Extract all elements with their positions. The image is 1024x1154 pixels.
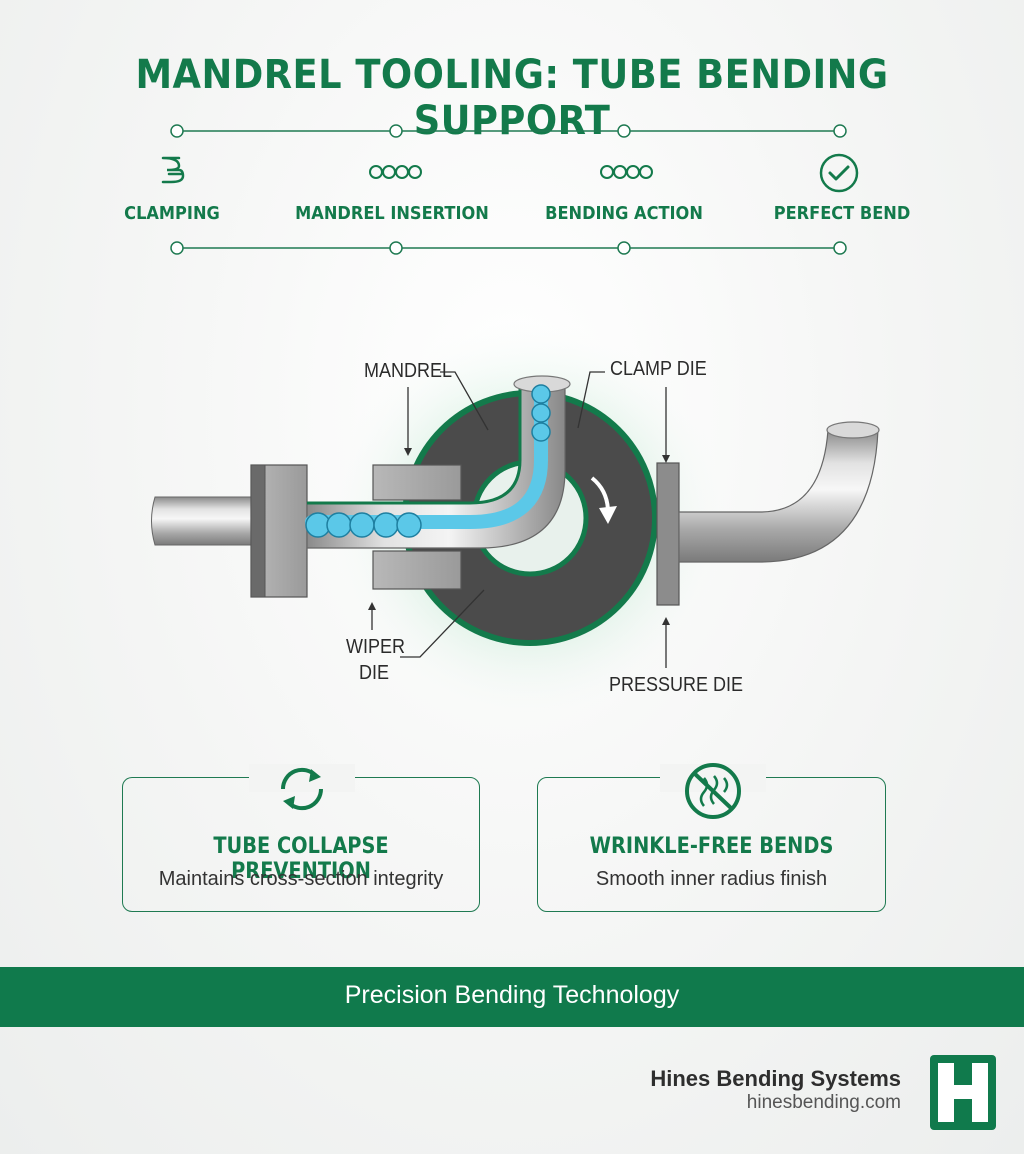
brand-name: Hines Bending Systems [650, 1066, 901, 1091]
step-label-bending-action: BENDING ACTION [545, 203, 703, 224]
clamp-icon [161, 156, 185, 184]
mandrel-balls-icon [600, 165, 653, 179]
card-title: TUBE COLLAPSE PREVENTION [213, 834, 389, 884]
output-tube [678, 429, 879, 563]
refresh-cycle-icon [280, 767, 324, 811]
footer-tagline: Precision Bending Technology [344, 981, 680, 1009]
mandrel-balls [305, 384, 551, 538]
card-tube-collapse-prevention: TUBE COLLAPSE PREVENTION Maintains cross… [122, 764, 480, 912]
callout-pressure-die: PRESSURE DIE [609, 674, 744, 696]
wiper-die-block [372, 550, 462, 590]
brand-logo [930, 1055, 996, 1130]
check-circle-icon [819, 153, 859, 193]
card-title: WRINKLE-FREE BENDS [589, 834, 834, 859]
footer-banner: Precision Bending Technology [0, 967, 1024, 1027]
card-subtitle: Smooth inner radius finish [595, 868, 828, 890]
step-label-mandrel-insertion: MANDREL INSERTION [295, 203, 489, 224]
brand-url[interactable]: hinesbending.com [746, 1092, 901, 1113]
no-wrinkle-icon [685, 763, 741, 819]
rotation-arrow [590, 476, 610, 511]
step-label-clamping: CLAMPING [124, 203, 220, 224]
step-label-perfect-bend: PERFECT BEND [773, 203, 911, 224]
pressure-die [656, 462, 680, 606]
mandrel-balls-icon [369, 165, 422, 179]
page-title: MANDREL TOOLING: TUBE BENDING SUPPORT [135, 52, 889, 144]
card-subtitle: Maintains cross-section integrity [158, 868, 444, 890]
input-tube [151, 496, 269, 546]
mandrel-bending-diagram [151, 315, 880, 725]
card-wrinkle-free-bends: WRINKLE-FREE BENDS Smooth inner radius f… [537, 763, 886, 912]
clamp-die-block [372, 464, 462, 501]
callout-wiper-die-line1: WIPER [346, 636, 406, 658]
step-timeline [170, 124, 847, 255]
callout-mandrel: MANDREL [364, 360, 453, 382]
callout-clamp-die: CLAMP DIE [610, 358, 707, 380]
mandrel-shaft [305, 388, 548, 529]
callout-wiper-die-line2: DIE [359, 662, 390, 684]
